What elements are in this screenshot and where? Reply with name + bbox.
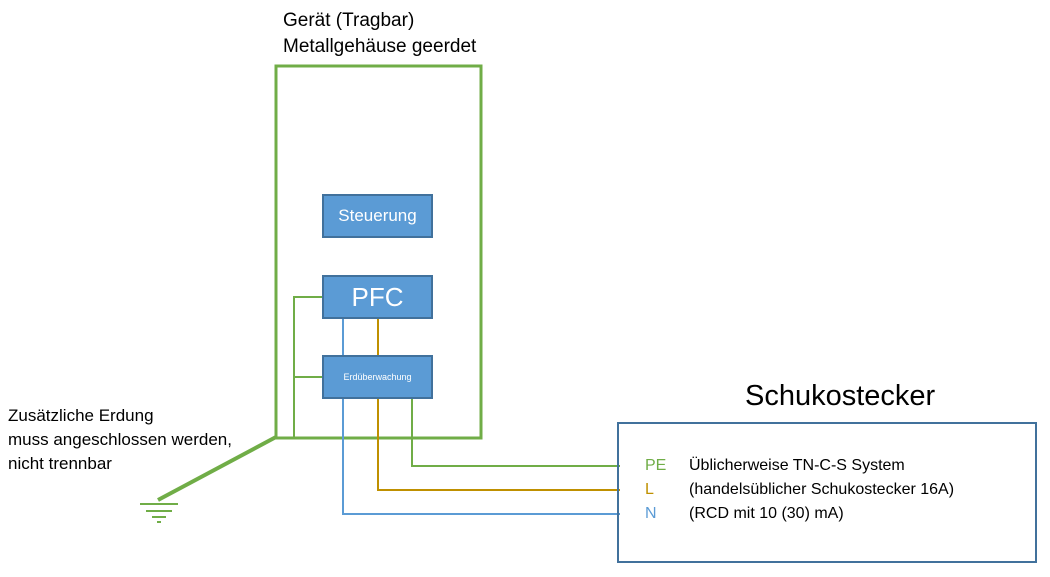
pe-wire-pfc bbox=[293, 296, 322, 437]
earth-note-line2: muss angeschlossen werden, bbox=[8, 430, 232, 449]
conductor-pe-label: PE bbox=[645, 457, 667, 474]
device-title-line2: Metallgehäuse geerdet bbox=[283, 36, 477, 57]
earth-note-line1: Zusätzliche Erdung bbox=[8, 406, 154, 425]
additional-earth-wire bbox=[157, 435, 277, 502]
earth-note: Zusätzliche Erdung muss angeschlossen we… bbox=[8, 404, 232, 476]
l-wire-to-plug bbox=[377, 399, 620, 491]
plug-title: Schukostecker bbox=[745, 380, 936, 412]
pfc-block: PFC bbox=[322, 275, 433, 319]
ground-symbol-icon bbox=[140, 503, 178, 523]
earth-note-line3: nicht trennbar bbox=[8, 454, 112, 473]
device-title-line1: Gerät (Tragbar) bbox=[283, 10, 415, 31]
device-title: Gerät (Tragbar) Metallgehäuse geerdet bbox=[283, 8, 476, 60]
steuerung-block: Steuerung bbox=[322, 194, 433, 238]
conductor-n-description: (RCD mit 10 (30) mA) bbox=[689, 505, 844, 522]
conductor-pe-description: Üblicherweise TN-C-S System bbox=[689, 457, 905, 474]
conductor-l-label: L bbox=[645, 481, 654, 498]
n-wire-to-plug bbox=[342, 399, 620, 515]
pe-wire-to-plug bbox=[411, 399, 620, 467]
conductor-l-description: (handelsüblicher Schukostecker 16A) bbox=[689, 481, 955, 498]
plug-box bbox=[617, 422, 1037, 563]
erdueberwachung-block: Erdüberwachung bbox=[322, 355, 433, 399]
conductor-n-label: N bbox=[645, 505, 657, 522]
